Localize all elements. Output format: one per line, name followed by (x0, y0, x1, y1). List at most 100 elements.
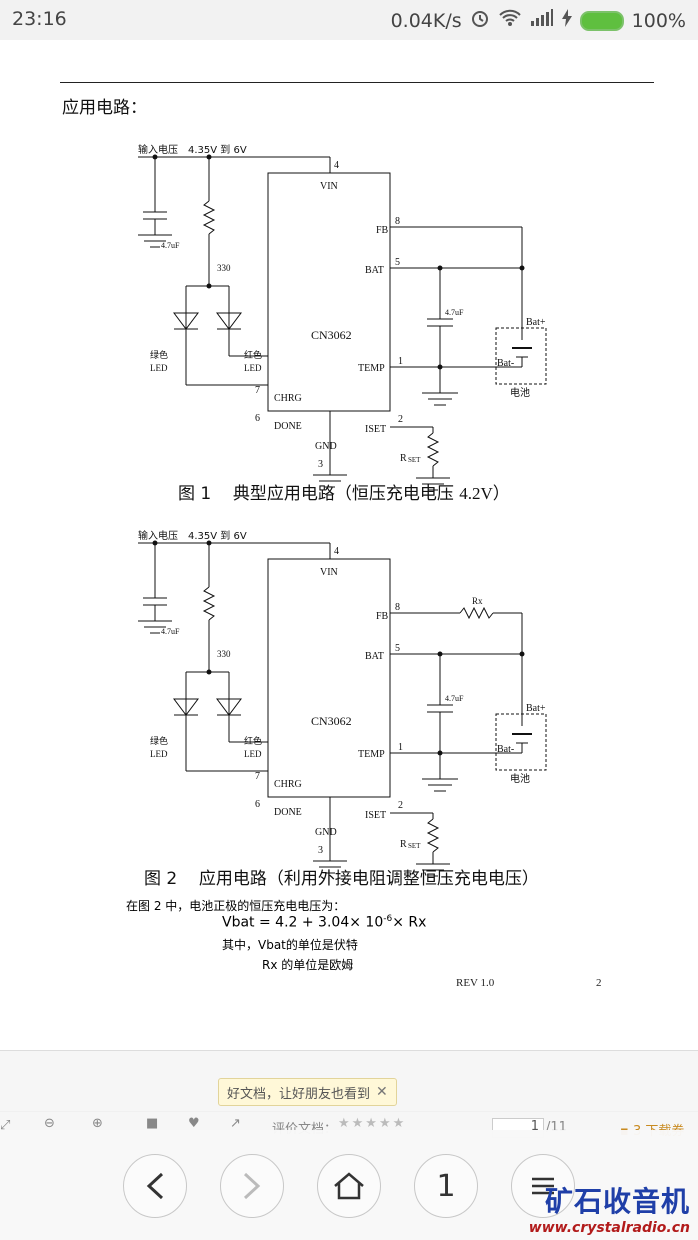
pin-number: 3 (318, 459, 323, 470)
pin-number: 7 (255, 771, 260, 782)
pin-number: 6 (255, 413, 260, 424)
rset-label: R (400, 839, 407, 850)
pin-number: 8 (395, 602, 400, 613)
bat-minus-label: Bat- (497, 358, 514, 369)
status-bar: 23:16 0.04K/s 100% (0, 0, 698, 40)
voltage-range-label: 4.35V 到 6V (188, 530, 247, 542)
pin-number: 4 (334, 546, 339, 557)
zoom-out-icon[interactable]: ⊖ (44, 1116, 55, 1131)
pin-number: 1 (398, 742, 403, 753)
section-title: 应用电路： (62, 98, 147, 118)
pin-number: 5 (395, 643, 400, 654)
circuit-diagram-1: 输入电压 4.35V 到 6V 4 VIN FB 8 BAT 5 CN3062 … (138, 143, 547, 491)
led-label: LED (244, 749, 262, 759)
share-icon[interactable]: ↗ (230, 1116, 241, 1131)
site-watermark: 矿石收音机 www.crystalradio.cn (528, 1185, 690, 1236)
pin-label-gnd: GND (315, 441, 337, 452)
pin-label-chrg: CHRG (274, 779, 302, 790)
formula-main: Vbat = 4.2 + 3.04× 10-6× Rx (222, 914, 427, 931)
menu-icon (532, 1177, 554, 1195)
battery-label: 电池 (510, 772, 530, 785)
rx-label: Rx (472, 596, 483, 606)
battery-label: 电池 (510, 386, 530, 399)
chip-label: CN3062 (311, 714, 352, 728)
chevron-right-icon (243, 1172, 261, 1200)
led-label: LED (244, 363, 262, 373)
tabs-button[interactable]: 1 (414, 1154, 478, 1218)
bookmark-icon[interactable]: ■ (146, 1116, 159, 1131)
input-voltage-label: 输入电压 (138, 143, 178, 156)
pin-label-bat: BAT (365, 651, 384, 662)
pin-number: 8 (395, 216, 400, 227)
pin-label-iset: ISET (365, 810, 386, 821)
bat-plus-label: Bat+ (526, 703, 546, 714)
chip-label: CN3062 (311, 328, 352, 342)
battery-percent: 100% (631, 9, 686, 32)
pin-label-vin: VIN (320, 567, 338, 578)
expand-icon[interactable]: ⤢ (0, 1118, 11, 1133)
pin-label-done: DONE (274, 807, 302, 818)
res-value: 330 (217, 263, 231, 273)
signal-icon (530, 9, 554, 32)
wifi-icon (498, 8, 522, 33)
forward-button[interactable] (220, 1154, 284, 1218)
pin-label-bat: BAT (365, 265, 384, 276)
pin-number: 3 (318, 845, 323, 856)
rset-subscript: SET (408, 456, 421, 464)
bat-plus-label: Bat+ (526, 317, 546, 328)
unit-line-1: 其中，Vbat的单位是伏特 (222, 938, 358, 952)
pin-label-iset: ISET (365, 424, 386, 435)
document-page: 应用电路： (0, 40, 698, 1050)
home-icon (334, 1172, 364, 1200)
rating-stars[interactable]: ★★★★★ (338, 1116, 407, 1131)
page-number: 2 (596, 977, 602, 989)
zoom-in-icon[interactable]: ⊕ (92, 1116, 103, 1131)
cap-value: 4.7uF (161, 241, 180, 250)
res-value: 330 (217, 649, 231, 659)
figure-2-caption: 图 2 应用电路（利用外接电阻调整恒压充电电压） (144, 869, 539, 889)
pin-label-chrg: CHRG (274, 393, 302, 404)
home-button[interactable] (317, 1154, 381, 1218)
cap-value: 4.7uF (161, 627, 180, 636)
pin-number: 6 (255, 799, 260, 810)
cap-value: 4.7uF (445, 694, 464, 703)
pin-number: 2 (398, 414, 403, 425)
unit-line-2: Rx 的单位是欧姆 (262, 958, 354, 972)
pin-number: 1 (398, 356, 403, 367)
voltage-range-label: 4.35V 到 6V (188, 144, 247, 156)
pin-label-done: DONE (274, 421, 302, 432)
green-led-label: 绿色 (150, 735, 168, 747)
close-icon[interactable]: ✕ (376, 1084, 388, 1100)
pin-label-vin: VIN (320, 181, 338, 192)
cap-value: 4.7uF (445, 308, 464, 317)
formula-intro: 在图 2 中，电池正极的恒压充电电压为： (126, 899, 346, 913)
input-voltage-label: 输入电压 (138, 529, 178, 542)
network-speed: 0.04K/s (390, 9, 462, 32)
pin-number: 5 (395, 257, 400, 268)
clock: 23:16 (12, 8, 67, 30)
back-button[interactable] (123, 1154, 187, 1218)
green-led-label: 绿色 (150, 349, 168, 361)
menu-button[interactable] (511, 1154, 575, 1218)
circuit-diagram-2: 输入电压 4.35V 到 6V 4 VIN FB 8 Rx BAT 5 CN30… (138, 529, 547, 877)
pin-label-fb: FB (376, 225, 389, 236)
rset-subscript: SET (408, 842, 421, 850)
led-label: LED (150, 749, 168, 759)
revision-label: REV 1.0 (456, 977, 495, 989)
chevron-left-icon (146, 1172, 164, 1200)
battery-icon (579, 10, 624, 31)
heart-icon[interactable]: ♥ (188, 1116, 200, 1131)
bat-minus-label: Bat- (497, 744, 514, 755)
share-tooltip[interactable]: 好文档，让好朋友也看到 ✕ (218, 1078, 397, 1106)
pin-number: 2 (398, 800, 403, 811)
red-led-label: 红色 (244, 349, 262, 361)
alarm-icon (470, 8, 490, 33)
rset-label: R (400, 453, 407, 464)
pin-number: 4 (334, 160, 339, 171)
pin-label-fb: FB (376, 611, 389, 622)
pin-label-temp: TEMP (358, 749, 385, 760)
pin-label-gnd: GND (315, 827, 337, 838)
page-header-rule (60, 82, 654, 83)
figure-1-caption: 图 1 典型应用电路（恒压充电电压 4.2V） (178, 484, 510, 504)
charging-bolt-icon (561, 9, 572, 32)
